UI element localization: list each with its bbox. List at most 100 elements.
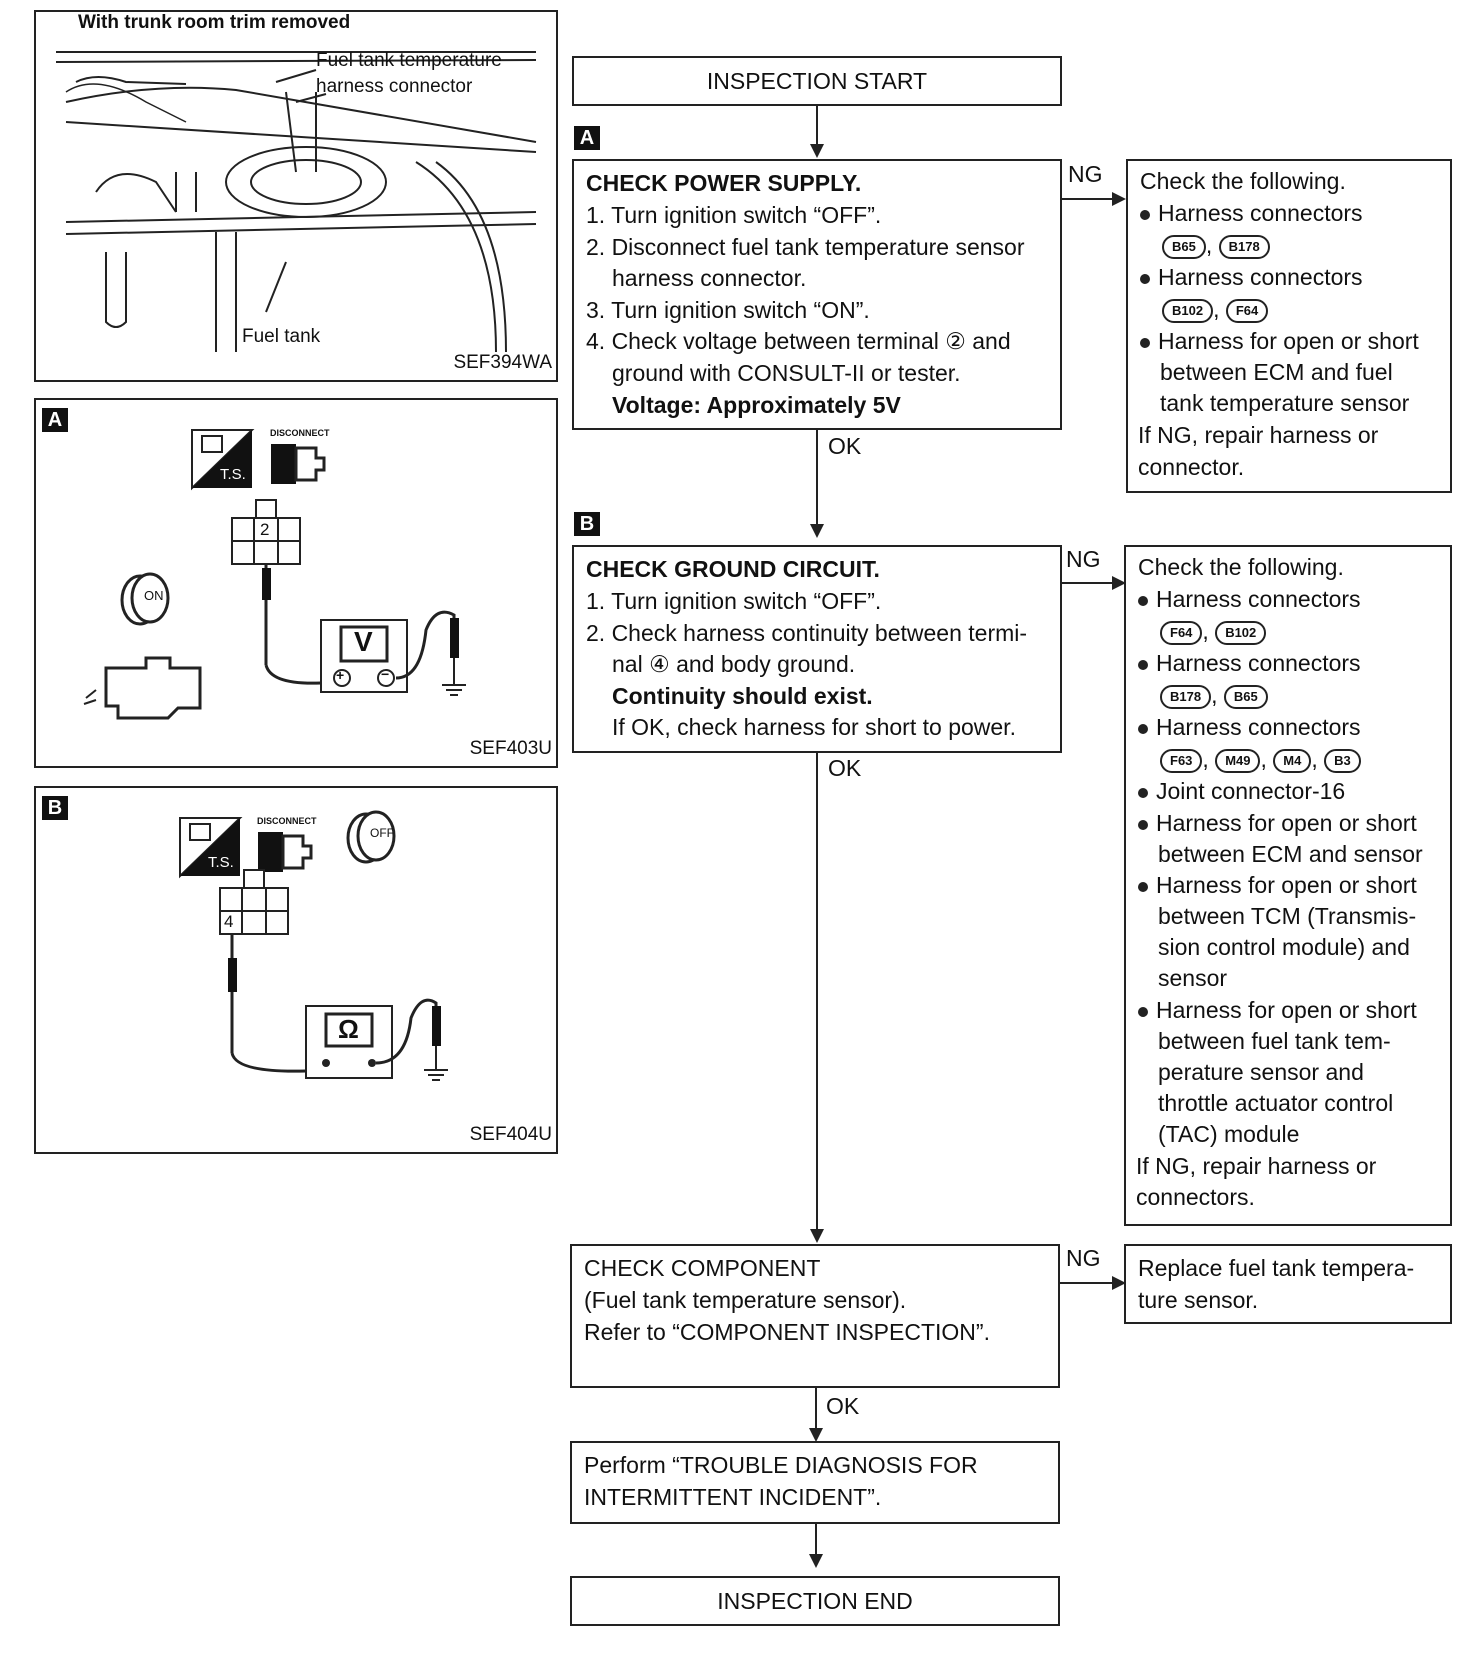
ng-item: Harness connectors [1140, 261, 1363, 293]
ok-label: OK [828, 755, 862, 781]
ng-heading: Check the following. [1140, 168, 1346, 194]
connector-chip: B65 [1162, 234, 1206, 259]
connector-line [815, 1388, 817, 1430]
bullet-icon [1138, 787, 1148, 798]
check-power-supply-box: CHECK POWER SUPPLY. 1. Turn ignition swi… [572, 159, 1062, 430]
arrow-right-icon [1112, 576, 1126, 590]
ts-label: T.S. [208, 854, 234, 871]
step-line: 4. Check voltage between terminal ② and [586, 328, 1011, 354]
step-tag-a: A [574, 126, 600, 150]
check-component-box: CHECK COMPONENT (Fuel tank temperature s… [570, 1244, 1060, 1388]
component-line: (Fuel tank temperature sensor). [584, 1287, 907, 1313]
ng-item: Harness for open or short [1138, 869, 1417, 901]
connector-chips: F64, B102 [1160, 615, 1267, 647]
ng-item: Harness connectors [1138, 647, 1361, 679]
perform-line: Perform “TROUBLE DIAGNOSIS FOR [584, 1452, 978, 1478]
ng-item-line: between ECM and fuel [1160, 359, 1393, 385]
bullet-icon [1140, 337, 1150, 348]
connector-chip: B3 [1324, 748, 1361, 773]
bullet-icon [1138, 819, 1148, 830]
ng-item: Harness for open or short [1138, 994, 1417, 1026]
continuity-test-diagram [179, 810, 448, 1081]
ng-item: Harness connectors [1138, 583, 1361, 615]
ng-item-label: Harness for open or short [1156, 810, 1417, 836]
ng-item-label: Harness connectors [1158, 200, 1363, 226]
ignition-off-label: OFF [370, 826, 394, 840]
step-line: 1. Turn ignition switch “OFF”. [586, 588, 882, 614]
ng-item-line: sion control module) and [1158, 934, 1410, 960]
step-line: 3. Turn ignition switch “ON”. [586, 297, 870, 323]
arrow-right-icon [1112, 192, 1126, 206]
panel-heading: With trunk room trim removed [78, 12, 351, 33]
arrow-down-icon [809, 1554, 823, 1568]
terminal-pin-label: 4 [224, 912, 234, 931]
ng-footer: connectors. [1136, 1184, 1255, 1210]
panel-tag-b: B [42, 796, 68, 820]
connector-line [1062, 582, 1114, 584]
ng-item: Harness connectors [1140, 197, 1363, 229]
component-line: CHECK COMPONENT [584, 1255, 821, 1281]
fuel-tank-illustration [55, 51, 537, 353]
ng-label: NG [1068, 161, 1103, 187]
bullet-icon [1138, 723, 1148, 734]
step-title: CHECK GROUND CIRCUIT. [586, 556, 880, 582]
inspection-start-box: INSPECTION START [572, 56, 1062, 106]
connector-chip: F64 [1225, 298, 1269, 323]
replace-line: ture sensor. [1138, 1287, 1259, 1313]
step-title: CHECK POWER SUPPLY. [586, 170, 862, 196]
figure-code: SEF404U [469, 1124, 552, 1145]
inspection-start-label: INSPECTION START [706, 68, 928, 94]
disconnect-label: DISCONNECT [270, 428, 330, 438]
ng-footer: connector. [1138, 454, 1245, 480]
step-tag-b: B [574, 512, 600, 536]
ohmmeter-symbol: Ω [338, 1014, 359, 1044]
minus-icon: − [381, 666, 390, 682]
ng-item: Joint connector-16 [1138, 775, 1345, 807]
ng-label: NG [1066, 546, 1101, 572]
ng-item-label: Harness connectors [1156, 650, 1361, 676]
ng-item-line: tank temperature sensor [1160, 390, 1410, 416]
ng-item-label: Joint connector-16 [1156, 778, 1346, 804]
callout-connector-1: Fuel tank temperature [316, 50, 502, 71]
bullet-icon [1138, 1006, 1148, 1017]
callout-fuel-tank: Fuel tank [242, 326, 321, 347]
step-line: nal ④ and body ground. [612, 651, 856, 677]
bullet-icon [1140, 209, 1150, 220]
connector-line [816, 106, 818, 146]
check-ground-circuit-box: CHECK GROUND CIRCUIT. 1. Turn ignition s… [572, 545, 1062, 753]
perform-line: INTERMITTENT INCIDENT”. [584, 1484, 882, 1510]
voltage-test-diagram [83, 429, 466, 720]
callout-connector-2: harness connector [316, 76, 473, 97]
figure-code: SEF394WA [453, 352, 552, 373]
connector-chip: F64 [1160, 620, 1203, 645]
voltmeter-symbol: V [354, 626, 373, 657]
connector-chips: B178, B65 [1160, 679, 1268, 711]
step-spec: Continuity should exist. [612, 683, 873, 709]
step-note: If OK, check harness for short to power. [612, 714, 1016, 740]
ng-heading: Check the following. [1138, 554, 1344, 580]
connector-chip: F63 [1160, 748, 1203, 773]
ok-label: OK [826, 1393, 860, 1419]
ng-item-line: perature sensor and [1158, 1059, 1364, 1085]
component-line: Refer to “COMPONENT INSPECTION”. [584, 1319, 990, 1345]
bullet-icon [1140, 273, 1150, 284]
connector-chip: M4 [1273, 748, 1312, 773]
replace-sensor-box: Replace fuel tank tempera- ture sensor. [1124, 1244, 1452, 1324]
ng-item-line: between TCM (Transmis- [1158, 903, 1417, 929]
connector-line [1060, 1282, 1114, 1284]
arrow-down-icon [810, 144, 824, 158]
bullet-icon [1138, 659, 1148, 670]
ng-footer: If NG, repair harness or [1138, 422, 1379, 448]
figure-code: SEF403U [469, 738, 552, 759]
connector-chip: B102 [1215, 620, 1267, 645]
ok-label: OK [828, 433, 862, 459]
ng-item-label: Harness connectors [1156, 586, 1361, 612]
ng-item-line: between fuel tank tem- [1158, 1028, 1391, 1054]
arrow-right-icon [1112, 1276, 1126, 1290]
replace-line: Replace fuel tank tempera- [1138, 1255, 1415, 1281]
connector-chips: B102, F64 [1162, 293, 1269, 325]
fuel-tank-illustration-panel: With trunk room trim removed Fuel tank t… [34, 10, 558, 382]
connector-line [815, 1524, 817, 1556]
ng-item-line: (TAC) module [1158, 1121, 1300, 1147]
connector-chip: B178 [1218, 234, 1270, 259]
